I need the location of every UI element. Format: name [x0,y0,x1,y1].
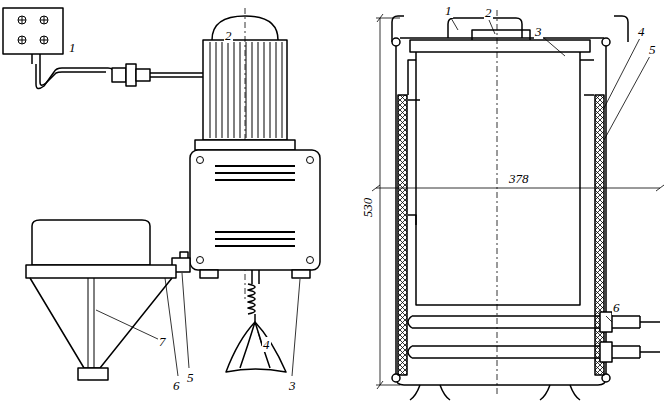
callout-number: 3 [534,24,543,39]
callout-number: 6 [612,300,621,315]
switch-box [3,8,63,64]
callout-number: 5 [186,370,195,385]
leader-lines [451,18,650,322]
vessel-section [372,10,664,400]
dimension-value: 530 [360,197,375,219]
callout-number: 7 [158,334,167,349]
whisk [226,270,286,372]
hopper [26,220,176,380]
dimension-value: 378 [508,171,530,186]
callout-number: 3 [288,378,297,393]
callout-number: 4 [637,24,646,39]
gearbox [190,150,320,278]
callout-number: 2 [224,28,233,43]
callout-number: 4 [262,337,271,352]
power-cable [36,64,203,89]
callout-number: 1 [444,3,453,18]
callout-number: 2 [484,5,493,20]
callout-number: 5 [648,42,657,57]
leader-lines [96,273,300,376]
callout-number: 1 [68,40,77,55]
callout-number: 6 [172,378,181,393]
